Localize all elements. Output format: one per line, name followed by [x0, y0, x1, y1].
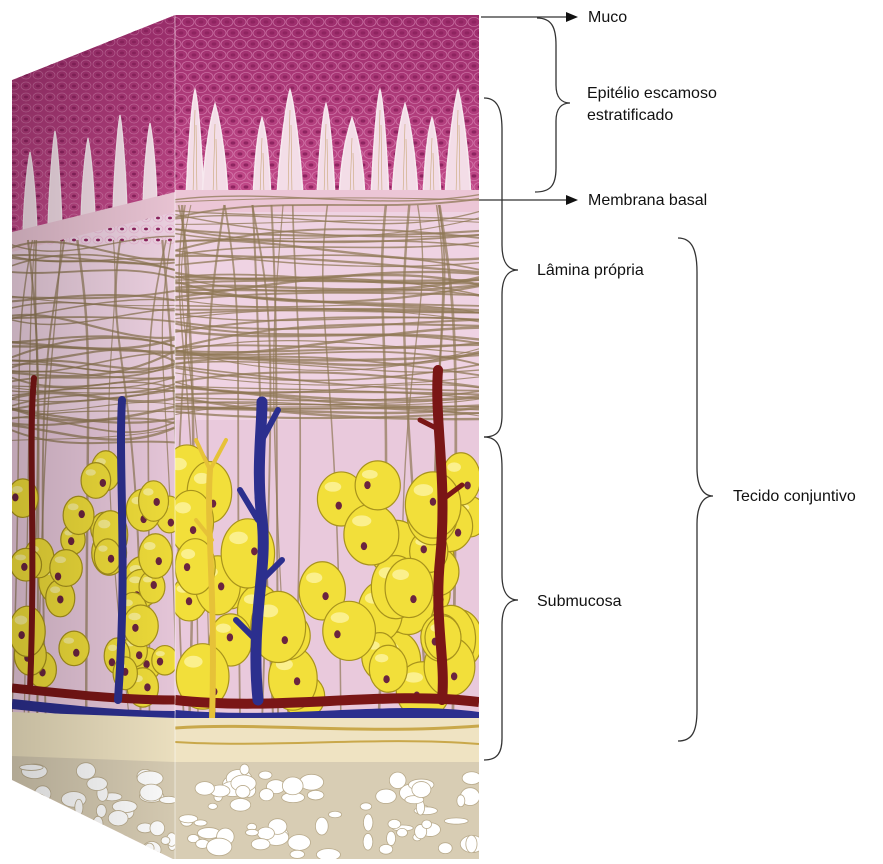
epitelio-brace	[535, 18, 570, 192]
label-epitelio-line1: Epitélio escamoso	[587, 84, 717, 103]
tecido-conjuntivo-brace	[678, 238, 713, 741]
label-membrana-basal: Membrana basal	[588, 191, 707, 210]
lamina-propria-brace	[484, 98, 518, 437]
membrana-basal-arrowhead	[566, 195, 578, 205]
arrowheads	[566, 12, 578, 205]
label-tecido-conjuntivo: Tecido conjuntivo	[733, 487, 856, 506]
label-submucosa: Submucosa	[537, 592, 622, 611]
front-face	[162, 15, 488, 859]
annotations	[479, 17, 713, 760]
label-lamina-propria: Lâmina própria	[537, 261, 644, 280]
muco-arrowhead	[566, 12, 578, 22]
label-muco: Muco	[588, 8, 627, 27]
side-face	[0, 0, 184, 859]
submucosa-brace	[484, 437, 518, 760]
label-epitelio-line2: estratificado	[587, 106, 673, 125]
